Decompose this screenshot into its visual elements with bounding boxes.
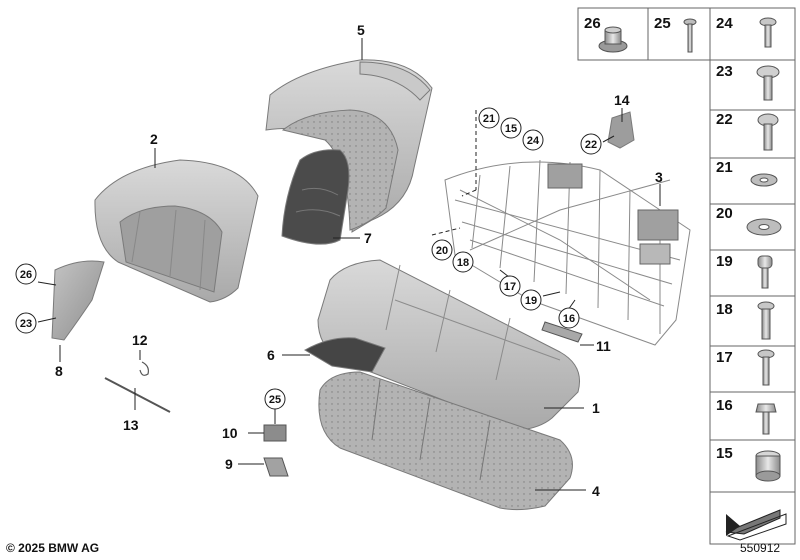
washer-icon [746, 218, 782, 236]
callout-1: 1 [592, 400, 600, 416]
clip-part-12[interactable] [139, 361, 149, 376]
svg-text:22: 22 [585, 139, 597, 151]
circled-callout-19: 19 [520, 289, 542, 311]
seat-plate-part-6[interactable] [303, 337, 386, 373]
legend-label-22: 22 [716, 111, 733, 128]
side-bolster-part-8[interactable] [51, 260, 105, 341]
backrest-frame-part-3[interactable] [444, 159, 691, 346]
callout-6: 6 [267, 347, 275, 363]
legend-label-20: 20 [716, 205, 733, 222]
legend-label-15: 15 [716, 445, 733, 462]
circled-callout-20: 20 [431, 239, 453, 261]
callout-5: 5 [357, 22, 365, 38]
callout-11: 11 [596, 338, 611, 354]
clip-part-9[interactable] [263, 457, 289, 477]
circled-callout-15: 15 [500, 117, 522, 139]
legend-side-column: 23 22 21 20 19 18 17 16 15 [709, 59, 796, 545]
callout-13: 13 [123, 417, 139, 433]
circled-callout-23: 23 [15, 312, 37, 334]
bracket-part-11[interactable] [541, 321, 583, 343]
callout-10: 10 [222, 425, 238, 441]
callout-2: 2 [150, 131, 158, 147]
callout-7: 7 [364, 230, 372, 246]
hex-screw-icon [755, 403, 777, 435]
svg-text:21: 21 [483, 113, 495, 125]
screw-icon [759, 17, 777, 48]
callout-4: 4 [592, 483, 600, 499]
screw-icon [757, 349, 775, 386]
svg-text:26: 26 [20, 269, 32, 281]
legend-label-21: 21 [716, 159, 733, 176]
legend-label-16: 16 [716, 397, 733, 414]
circled-callout-18: 18 [452, 251, 474, 273]
legend-label-17: 17 [716, 349, 733, 366]
legend-label-23: 23 [716, 63, 733, 80]
circled-callouts: 21 15 24 22 20 18 17 19 16 25 26 23 [15, 107, 602, 410]
sleeve-icon [755, 450, 781, 482]
backrest-pad-part-5[interactable] [265, 59, 433, 233]
legend-label-24: 24 [716, 15, 733, 32]
copyright-text: © 2025 BMW AG [6, 541, 99, 555]
backrest-insert-part-7[interactable] [281, 149, 350, 245]
legend-label-25: 25 [654, 15, 671, 32]
nut-icon [598, 26, 628, 53]
diagram-id: 550912 [740, 541, 780, 555]
svg-text:20: 20 [436, 245, 448, 257]
clip-part-10[interactable] [263, 424, 287, 442]
circled-callout-22: 22 [580, 133, 602, 155]
leader-lines [37, 38, 661, 491]
circled-callout-24: 24 [522, 129, 544, 151]
long-screw-icon [683, 18, 697, 53]
svg-text:16: 16 [563, 313, 575, 325]
wire-part-13[interactable] [104, 377, 171, 413]
circled-callout-21: 21 [478, 107, 500, 129]
legend-label-18: 18 [716, 301, 733, 318]
svg-text:23: 23 [20, 318, 32, 330]
pan-screw-icon [757, 113, 779, 151]
callout-8: 8 [55, 363, 63, 379]
screw-icon [757, 301, 775, 340]
legend-label-26: 26 [584, 15, 601, 32]
bracket-part-14[interactable] [607, 111, 635, 149]
svg-text:17: 17 [504, 281, 516, 293]
callout-12: 12 [132, 332, 148, 348]
seat-base-part-4[interactable] [318, 371, 573, 511]
svg-text:15: 15 [505, 123, 517, 135]
callout-9: 9 [225, 456, 233, 472]
callout-3: 3 [655, 169, 663, 185]
svg-text:19: 19 [525, 295, 537, 307]
circled-callout-17: 17 [499, 275, 521, 297]
svg-text:25: 25 [269, 394, 281, 406]
svg-text:24: 24 [527, 135, 540, 147]
direction-arrow-icon [725, 509, 787, 541]
circled-callout-16: 16 [558, 307, 580, 329]
svg-text:18: 18 [457, 257, 469, 269]
socket-screw-icon [757, 255, 773, 289]
circled-callout-26: 26 [15, 263, 37, 285]
legend-top-row: 26 25 24 [577, 7, 796, 61]
backrest-pad-part-2[interactable] [94, 159, 259, 303]
pan-screw-icon [756, 65, 780, 101]
legend-label-19: 19 [716, 253, 733, 270]
callout-14: 14 [614, 92, 630, 108]
circled-callout-25: 25 [264, 388, 286, 410]
washer-icon [750, 173, 778, 187]
